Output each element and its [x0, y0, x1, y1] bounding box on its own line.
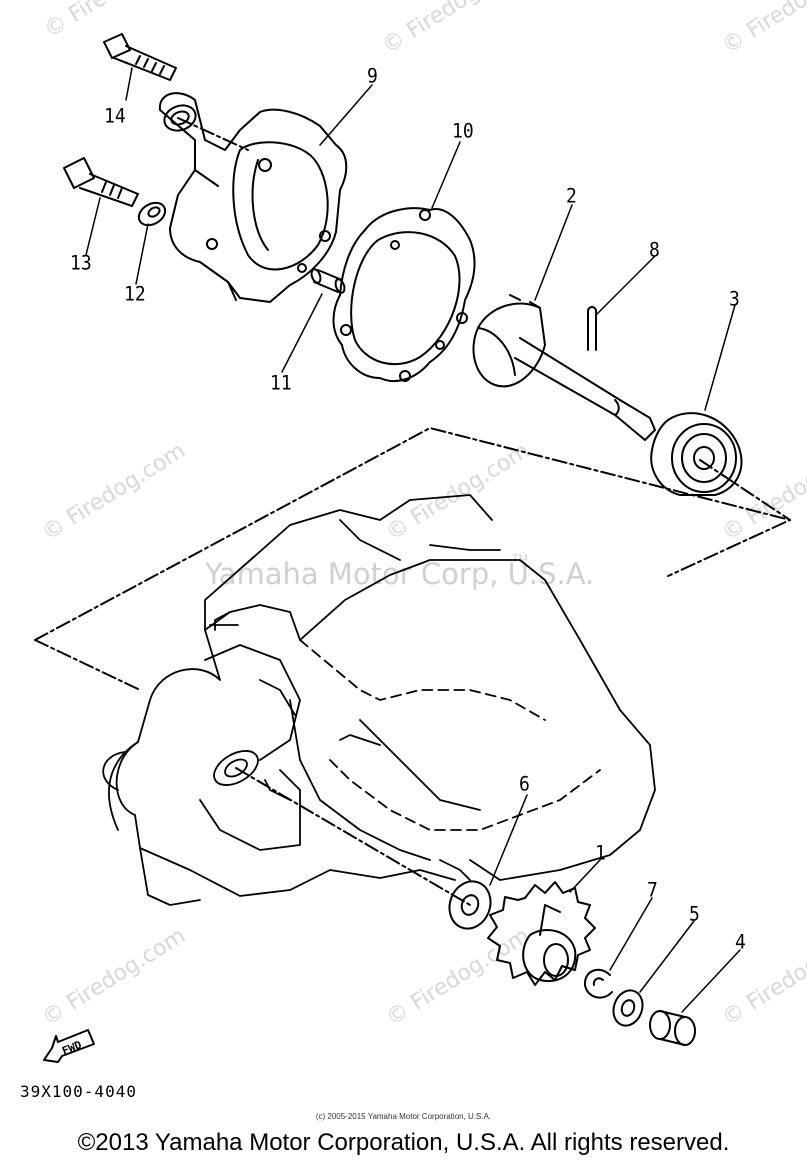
callout-2: 2 [566, 184, 577, 209]
gear-1 [487, 881, 596, 986]
callout-6: 6 [519, 772, 530, 797]
bolt-13 [63, 157, 139, 207]
owner-watermark: Yamaha Motor Corp, U.S.A. [205, 557, 595, 591]
impeller-shaft-2 [472, 294, 656, 441]
leader-1 [569, 859, 601, 893]
callout-8: 8 [649, 238, 660, 263]
leader-8 [595, 255, 656, 316]
callout-7: 7 [647, 878, 658, 903]
washer-12 [137, 201, 167, 227]
pump-axis-line [177, 117, 249, 151]
pin-8 [587, 306, 597, 351]
bearing-3 [650, 412, 743, 496]
leader-11 [281, 293, 323, 373]
washer-6 [448, 880, 492, 930]
leader-9 [319, 84, 373, 146]
callout-4: 4 [735, 930, 746, 955]
leader-7 [609, 897, 653, 971]
fwd-arrow-icon [43, 1029, 95, 1063]
dowel-pin-11 [310, 268, 346, 294]
crankcase-cover [102, 494, 656, 906]
callout-11: 11 [270, 371, 292, 396]
callout-1: 1 [595, 841, 606, 866]
leader-2 [534, 204, 573, 301]
leader-6 [489, 794, 528, 886]
leader-5 [639, 920, 695, 993]
crankcase-plane-edge [34, 639, 141, 691]
bearing-axis-line [699, 459, 791, 521]
leader-10 [431, 141, 461, 209]
clip-7 [583, 968, 613, 999]
leader-12 [135, 223, 149, 285]
leader-4 [681, 949, 741, 1013]
gasket-10 [332, 207, 476, 382]
leader-14 [125, 67, 133, 101]
callout-13: 13 [70, 251, 92, 276]
crankcase-plane-outline [34, 427, 791, 641]
washer-5 [612, 989, 644, 1027]
callout-3: 3 [729, 287, 740, 312]
leader-13 [85, 197, 101, 256]
callout-9: 9 [367, 64, 378, 89]
diagram-part-code: 39X100-4040 [20, 1082, 137, 1101]
pump-housing-9 [158, 92, 348, 303]
leader-3 [704, 304, 736, 411]
callout-5: 5 [689, 902, 700, 927]
fwd-label: FWD [60, 1038, 84, 1058]
leader-lines [85, 67, 741, 1013]
bolt-14 [103, 33, 177, 81]
callout-10: 10 [452, 119, 474, 144]
callout-14: 14 [104, 104, 126, 129]
fine-print-copyright: (c) 2005-2015 Yamaha Motor Corporation, … [315, 1112, 492, 1121]
copyright-notice: ©2013 Yamaha Motor Corporation, U.S.A. A… [77, 1129, 730, 1156]
shaft-axis-line [235, 767, 471, 906]
callout-12: 12 [124, 282, 146, 307]
bushing-4 [649, 1010, 696, 1046]
